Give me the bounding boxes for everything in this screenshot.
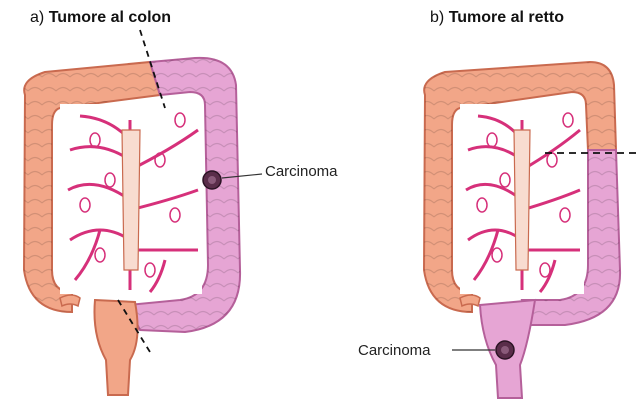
panel-a-letter: a) bbox=[30, 9, 45, 26]
panel-a-colon bbox=[22, 29, 263, 396]
panel-b-title: b) Tumore al retto bbox=[430, 9, 564, 27]
panel-b-letter: b) bbox=[430, 9, 445, 26]
panel-b-carcinoma-label: Carcinoma bbox=[358, 342, 431, 359]
panel-a-cut-line-top bbox=[139, 29, 166, 109]
panel-a-title: a) Tumore al colon bbox=[30, 9, 171, 27]
panel-a-label-leader bbox=[221, 173, 263, 179]
panel-a-appendix bbox=[59, 294, 81, 308]
panel-b-appendix bbox=[459, 294, 481, 308]
panel-b-title-text: Tumore al retto bbox=[448, 9, 564, 26]
panel-a-aorta bbox=[121, 129, 141, 271]
panel-a-title-text: Tumore al colon bbox=[48, 9, 172, 26]
panel-a-rectum bbox=[93, 298, 139, 396]
panel-b-colon bbox=[422, 60, 636, 399]
panel-a-carcinoma-label: Carcinoma bbox=[265, 163, 338, 180]
panel-b-aorta bbox=[513, 129, 531, 271]
